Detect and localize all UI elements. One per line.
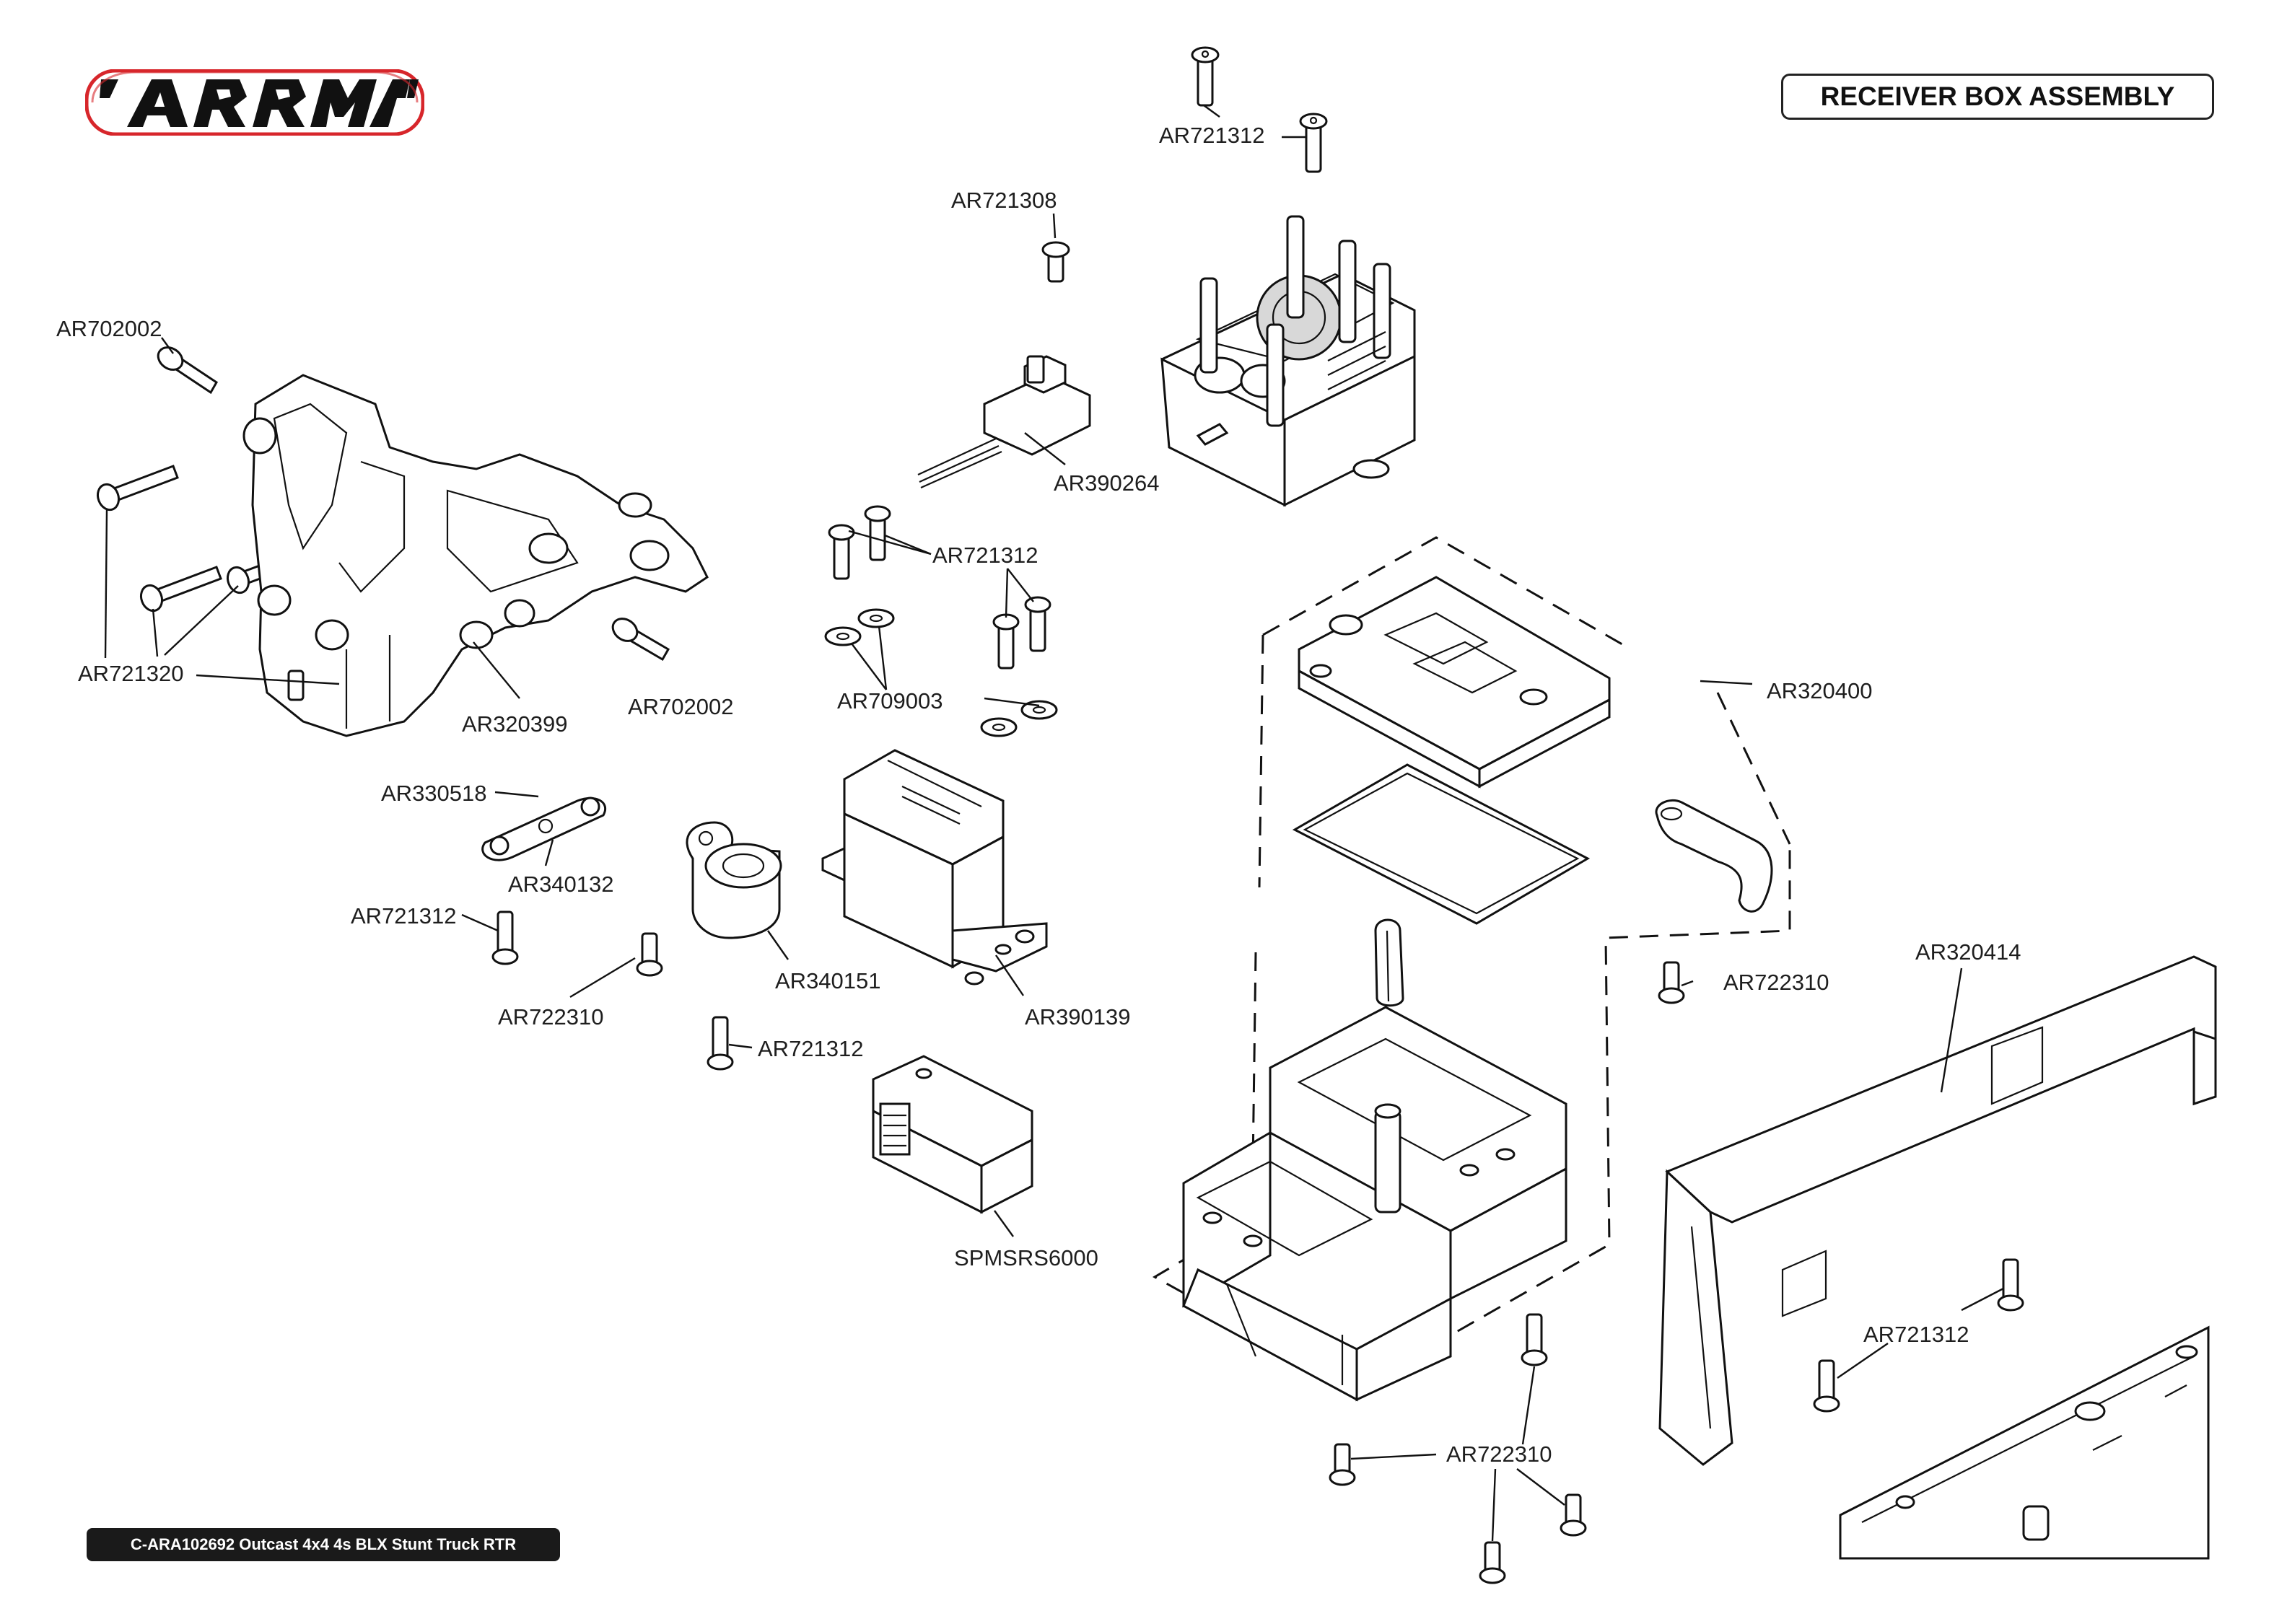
screw-top-center-2 — [1299, 113, 1328, 173]
label-ar702002-top: AR702002 — [56, 316, 162, 341]
receiver-spmsrs6000 — [872, 1055, 1033, 1214]
label-ar721320: AR721320 — [78, 661, 184, 686]
lid-gasket — [1292, 763, 1591, 925]
receiver-box-base — [1182, 1006, 1567, 1402]
label-ar721312-lower: AR721312 — [758, 1036, 864, 1061]
label-ar320399: AR320399 — [462, 711, 568, 737]
receiver-box-lid — [1298, 576, 1611, 789]
screw-ar722310-bottom-3 — [1560, 1493, 1587, 1537]
chassis-panel-ar320414 — [1658, 955, 2217, 1560]
servo-horn-ar330518 — [481, 796, 606, 861]
label-ar722310-bottom: AR722310 — [1446, 1441, 1552, 1467]
label-ar721312-bottom-right: AR721312 — [1863, 1322, 1969, 1347]
switch-cover — [1655, 799, 1773, 913]
screw-ar702002-bottom — [611, 618, 670, 662]
screw-ar722310-right — [1658, 961, 1685, 1004]
page-title: RECEIVER BOX ASSEMBLY — [1781, 74, 2214, 120]
servo-saver-ar340151 — [686, 821, 782, 939]
screw-ar702002-top — [157, 346, 218, 395]
label-ar320400: AR320400 — [1767, 678, 1873, 703]
arrma-logo — [85, 69, 424, 136]
label-ar721312-top: AR721312 — [1159, 123, 1265, 148]
esc-ar390264 — [1160, 215, 1416, 507]
label-ar320414: AR320414 — [1915, 939, 2021, 965]
label-ar721312-center: AR721312 — [932, 543, 1038, 568]
washers-ar709003 — [824, 608, 1058, 737]
label-ar721312-left: AR721312 — [351, 903, 457, 929]
screw-ar721320-mid — [139, 566, 222, 613]
screw-ar721312-pair-right — [992, 596, 1051, 670]
document-footer: C-ARA102692 Outcast 4x4 4s BLX Stunt Tru… — [87, 1528, 560, 1561]
screw-top-center-1 — [1191, 46, 1220, 107]
label-ar340151: AR340151 — [775, 968, 881, 993]
screw-ar722310-lower-left — [636, 932, 663, 977]
screw-ar721312-bottom-right-2 — [1813, 1359, 1840, 1413]
wire-grommet — [1374, 918, 1404, 1007]
label-ar709003: AR709003 — [837, 688, 943, 714]
label-ar702002-bottom: AR702002 — [628, 694, 734, 719]
screw-ar722310-bottom-1 — [1521, 1313, 1548, 1366]
label-ar340132: AR340132 — [508, 872, 614, 897]
screw-ar721312-lower-left — [491, 910, 519, 965]
label-ar721308: AR721308 — [951, 188, 1057, 213]
on-off-switch — [917, 355, 1091, 489]
leader-lines — [104, 105, 2004, 1542]
bulkhead-ar320399 — [242, 374, 709, 737]
screw-ar721308 — [1041, 241, 1070, 283]
label-ar330518: AR330518 — [381, 781, 487, 806]
label-ar722310-right: AR722310 — [1723, 970, 1829, 995]
label-ar390139: AR390139 — [1025, 1004, 1131, 1030]
label-ar390264: AR390264 — [1054, 470, 1160, 496]
screw-ar721312-pair-left — [828, 505, 891, 580]
label-ar722310-left: AR722310 — [498, 1004, 604, 1030]
screw-ar722310-bottom-2 — [1329, 1443, 1356, 1486]
screw-ar721320-long — [96, 465, 179, 512]
servo-ar390139 — [821, 749, 1048, 986]
part-labels: AR721312 AR721308 AR702002 AR390264 AR72… — [56, 123, 2021, 1467]
screw-ar721312-bottom-right-1 — [1997, 1258, 2024, 1312]
label-spmsrs6000: SPMSRS6000 — [954, 1245, 1098, 1270]
screw-ar721312-lower-center — [707, 1016, 734, 1071]
screw-ar722310-bottom-4 — [1479, 1541, 1506, 1584]
